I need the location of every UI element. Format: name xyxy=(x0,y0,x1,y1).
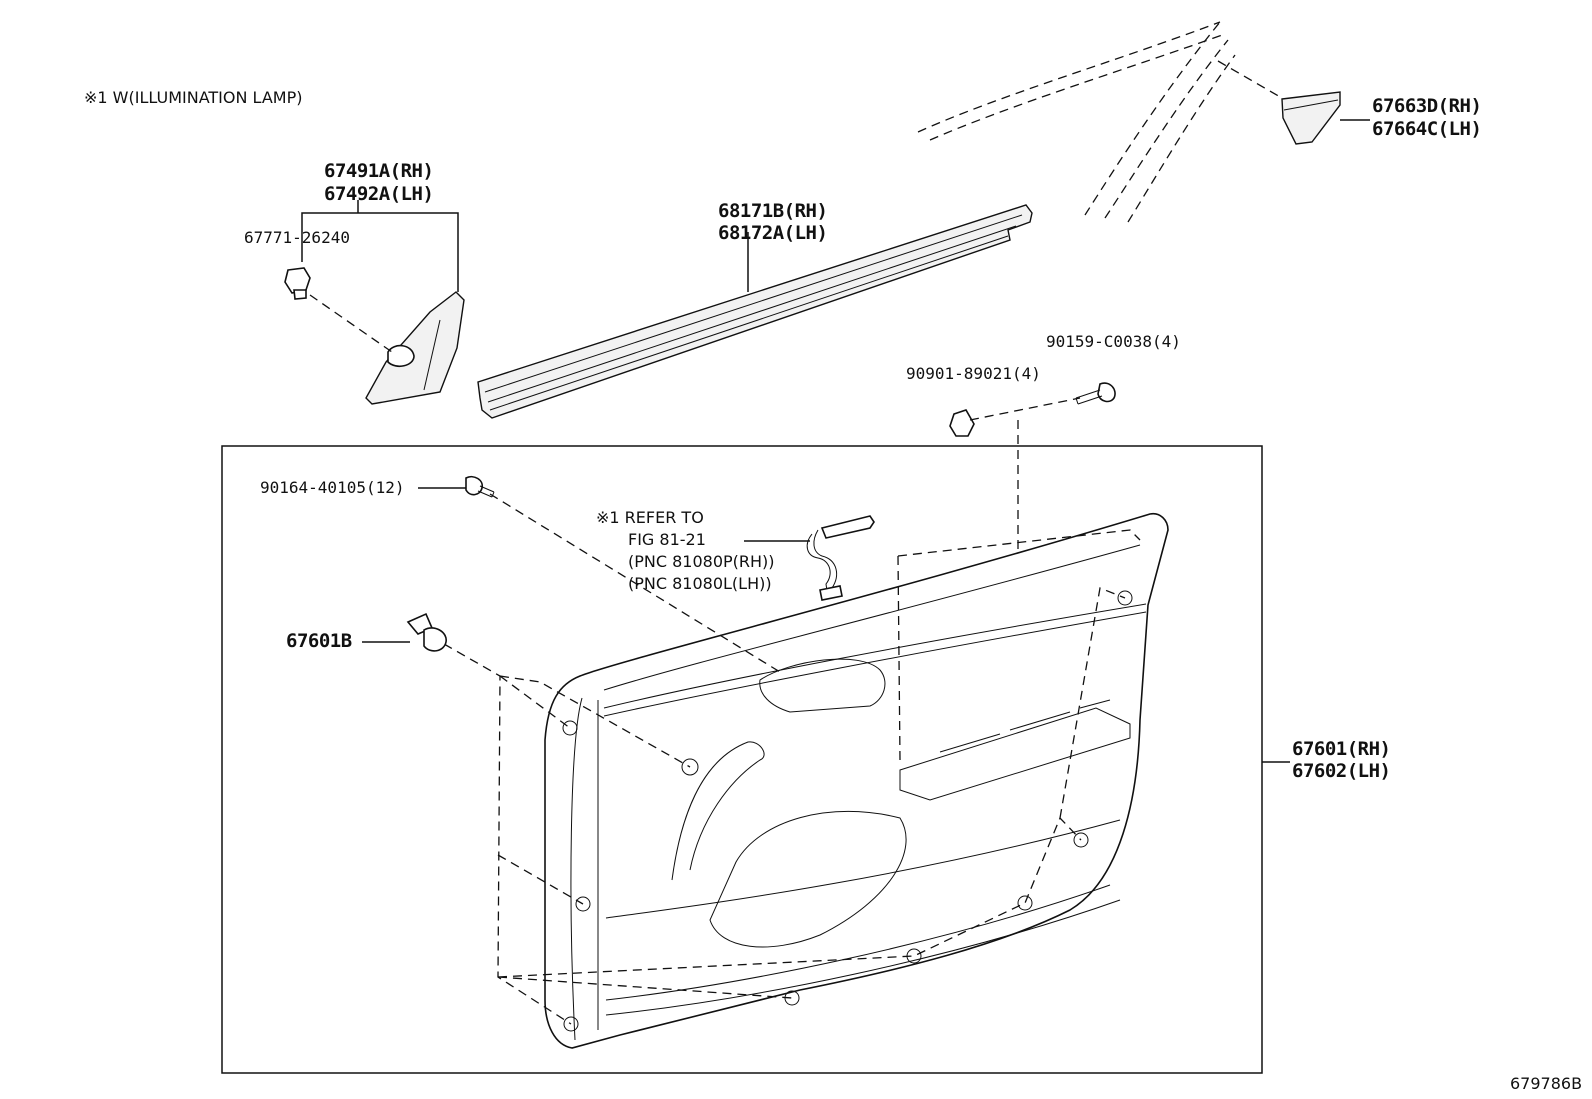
label-refer-line2: FIG 81-21 xyxy=(628,530,706,549)
screw-part-upper xyxy=(1075,382,1116,405)
label-screw-upper: 90159-C0038(4) xyxy=(1046,332,1181,351)
door-trim-panel xyxy=(544,512,1169,1049)
figure-id: 679786B xyxy=(1510,1074,1583,1093)
label-refer-line3: (PNC 81080P(RH)) xyxy=(628,552,775,571)
mirror-cover-leader-dashed xyxy=(1217,60,1283,99)
label-mirror-cover-lh: 67664C(LH) xyxy=(1372,118,1482,140)
corner-clip-leader-dashed xyxy=(309,294,393,353)
label-panel-rh: 67601(RH) xyxy=(1292,738,1391,760)
label-corner-clip: 67771-26240 xyxy=(244,228,350,247)
panel-clip-leaders xyxy=(443,493,1141,1025)
label-screw-left: 90164-40105(12) xyxy=(260,478,405,497)
weatherstrip-part xyxy=(477,204,1033,419)
screw-part-left xyxy=(465,475,495,498)
screw-nut-leader-dashed xyxy=(969,397,1081,421)
label-weatherstrip-lh: 68172A(LH) xyxy=(718,222,828,244)
corner-trim-part xyxy=(365,291,465,405)
window-frame-outline xyxy=(917,21,1236,223)
corner-clip-part xyxy=(284,267,311,300)
label-clip-67601b: 67601B xyxy=(286,630,352,652)
label-refer-line1: ※1 REFER TO xyxy=(596,508,704,527)
label-weatherstrip-rh: 68171B(RH) xyxy=(718,200,828,222)
label-corner-trim-lh: 67492A(LH) xyxy=(324,183,434,205)
nut-part xyxy=(949,409,975,437)
label-panel-lh: 67602(LH) xyxy=(1292,760,1391,782)
label-mirror-cover-rh: 67663D(RH) xyxy=(1372,95,1482,117)
corner-trim-bracket xyxy=(301,200,459,292)
label-corner-trim-rh: 67491A(RH) xyxy=(324,160,434,182)
clip-part-67601b xyxy=(406,612,447,652)
wire-harness-part xyxy=(806,515,875,601)
assembly-frame xyxy=(221,445,1263,1074)
label-refer-line4: (PNC 81080L(LH)) xyxy=(628,574,772,593)
illumination-note: ※1 W(ILLUMINATION LAMP) xyxy=(84,88,303,107)
mirror-cover-part xyxy=(1281,91,1341,145)
label-nut: 90901-89021(4) xyxy=(906,364,1041,383)
